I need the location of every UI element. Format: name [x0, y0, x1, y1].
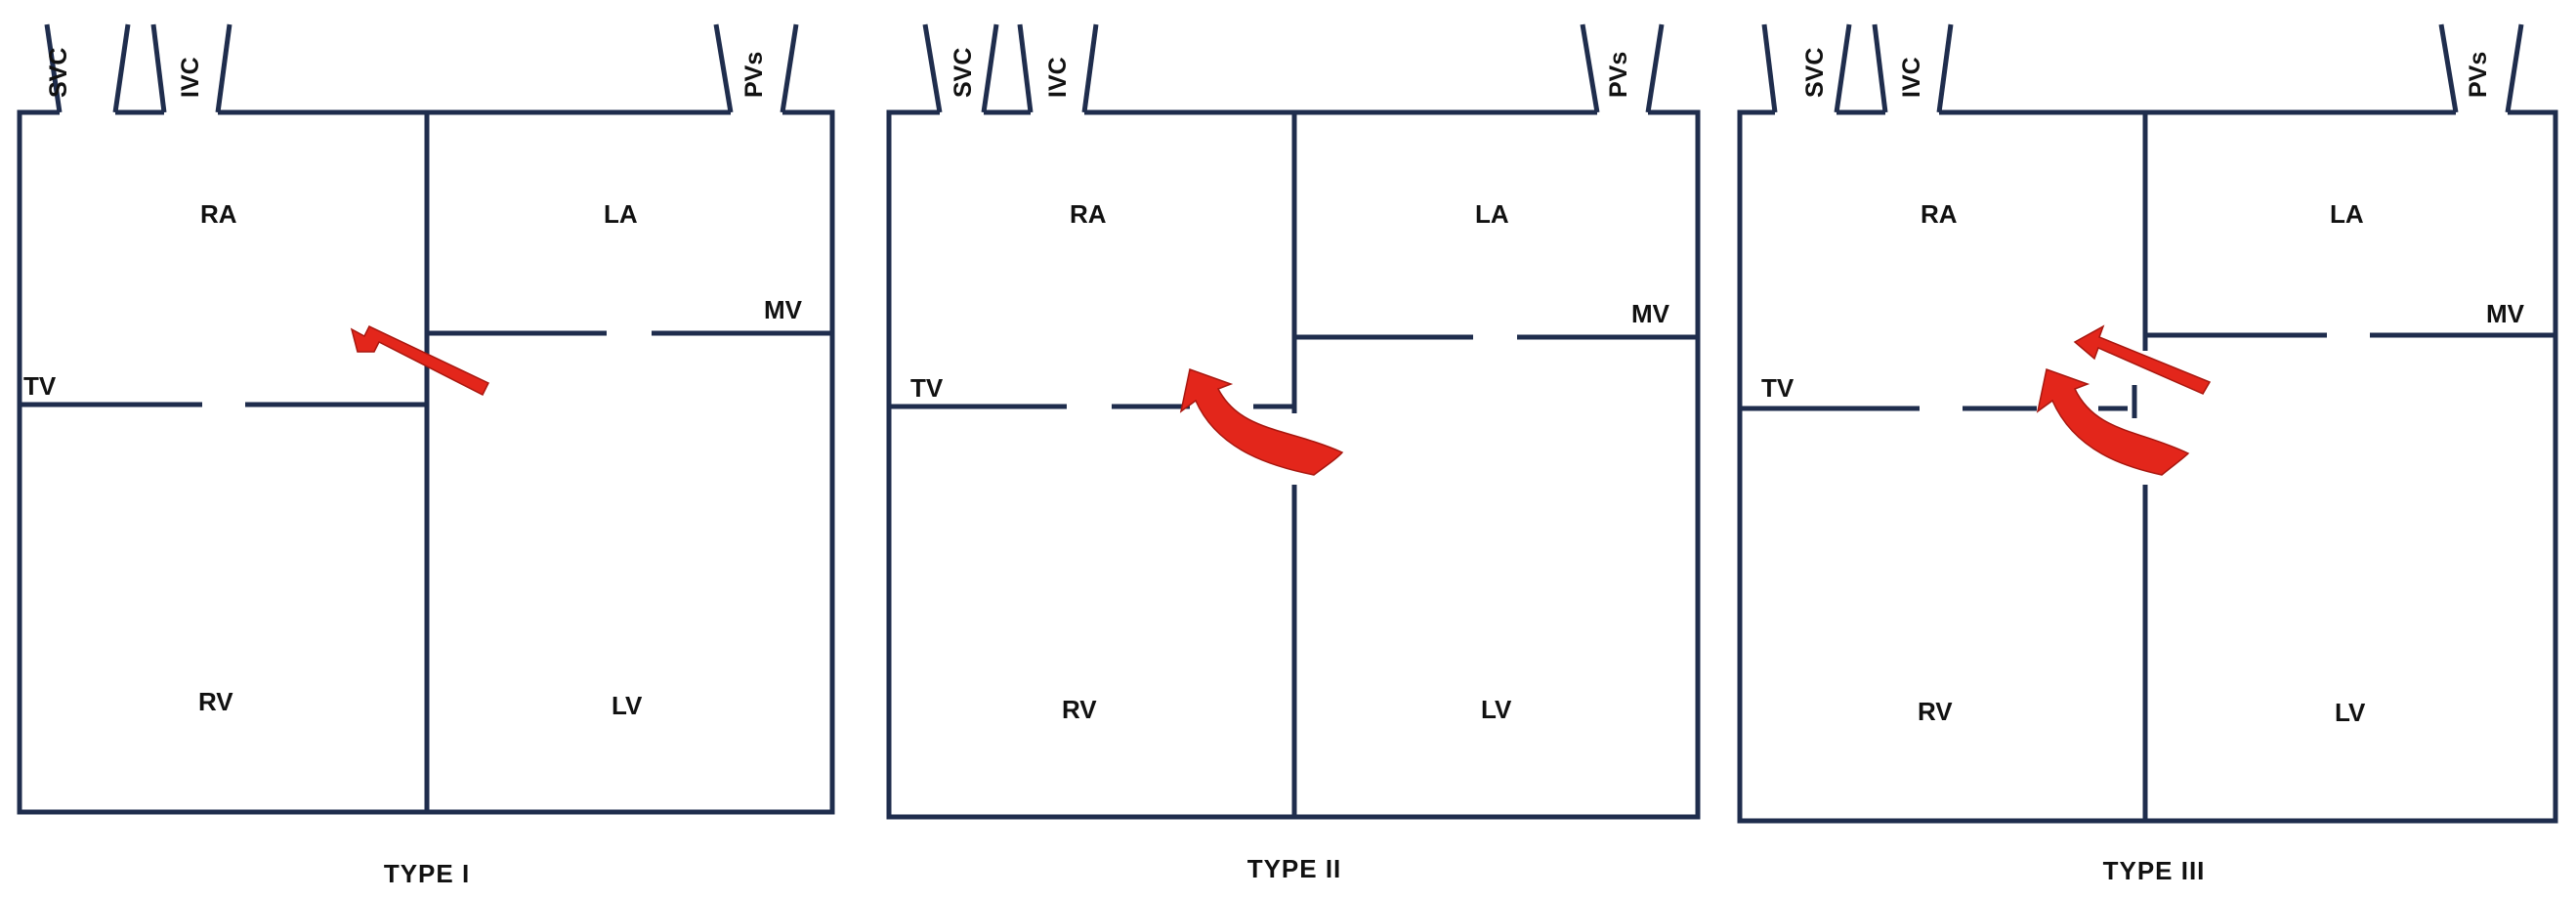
- pvs-wall-left: [1580, 23, 1600, 113]
- ivc-wall-left: [1017, 23, 1034, 113]
- svc-label: SVC: [950, 48, 977, 98]
- tv-label: TV: [910, 373, 944, 403]
- pvs-wall-left: [713, 23, 734, 113]
- pvs-label: PVs: [740, 52, 768, 98]
- ivc-wall-right: [1936, 23, 1954, 113]
- pvs-wall-left: [2438, 23, 2459, 113]
- lv-label: LV: [2335, 698, 2366, 727]
- la-label: LA: [1475, 199, 1509, 229]
- la-label: LA: [2330, 199, 2364, 229]
- rv-label: RV: [1062, 695, 1097, 724]
- tv-label: TV: [23, 371, 57, 401]
- mv-label: MV: [1631, 299, 1670, 328]
- curved-shunt-arrow: [1179, 368, 1344, 476]
- straight-shunt-arrow: [2073, 324, 2212, 395]
- ra-label: RA: [200, 199, 237, 229]
- ivc-wall-right: [1081, 23, 1099, 113]
- svc-wall-left: [1761, 23, 1778, 113]
- pvs-wall-right: [780, 23, 799, 113]
- ivc-wall-left: [1872, 23, 1888, 113]
- curved-shunt-arrow: [2036, 368, 2190, 476]
- rv-label: RV: [198, 687, 233, 716]
- pvs-wall-right: [1645, 23, 1665, 113]
- ivc-label: IVC: [1044, 57, 1072, 98]
- ivc-label: IVC: [177, 57, 204, 98]
- tv-label: TV: [1761, 373, 1795, 403]
- svc-wall-left: [44, 23, 63, 113]
- lv-label: LV: [612, 691, 643, 720]
- panel-type-3: SVC IVC PVs RA LA RV LV TV MV TYPE III: [1737, 23, 2558, 885]
- la-label: LA: [604, 199, 638, 229]
- rv-label: RV: [1918, 697, 1953, 726]
- ivc-wall-left: [150, 23, 167, 113]
- ra-label: RA: [1921, 199, 1958, 229]
- panel-type-2: SVC IVC PVs RA LA RV LV TV MV TYPE II: [886, 23, 1701, 883]
- svc-wall-left: [922, 23, 943, 113]
- svc-wall-right: [112, 23, 131, 113]
- svc-wall-right: [981, 23, 999, 113]
- panel-caption: TYPE III: [2103, 856, 2206, 885]
- mv-label: MV: [2486, 299, 2525, 328]
- svc-wall-right: [1834, 23, 1852, 113]
- straight-shunt-arrow: [350, 325, 490, 397]
- ivc-label: IVC: [1898, 57, 1925, 98]
- ra-label: RA: [1070, 199, 1107, 229]
- lv-label: LV: [1481, 695, 1512, 724]
- pvs-wall-right: [2505, 23, 2524, 113]
- svc-label: SVC: [1801, 48, 1829, 98]
- panel-type-1: SVC IVC PVs RA LA RV LV TV MV TYPE I: [17, 23, 835, 888]
- svc-label: SVC: [45, 48, 72, 98]
- panel-caption: TYPE I: [384, 859, 470, 888]
- mv-label: MV: [764, 295, 803, 324]
- pvs-label: PVs: [2465, 52, 2492, 98]
- pvs-label: PVs: [1605, 52, 1632, 98]
- ivc-wall-right: [215, 23, 232, 113]
- panel-caption: TYPE II: [1247, 854, 1342, 883]
